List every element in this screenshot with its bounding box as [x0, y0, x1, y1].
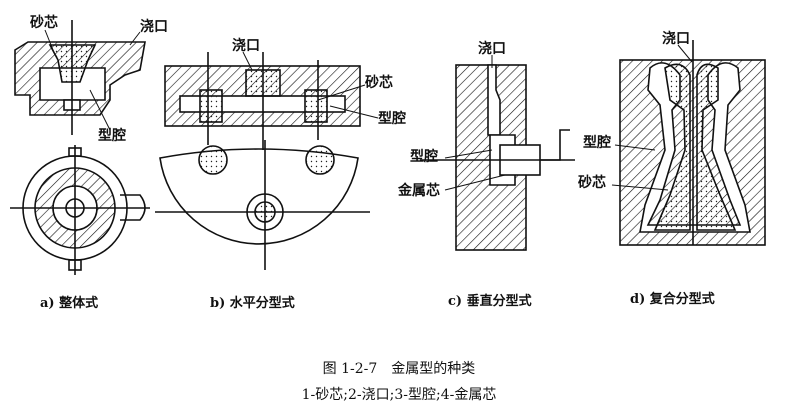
label-d-gate: 浇口 — [662, 31, 690, 47]
label-a-sand-core: 砂芯 — [30, 15, 58, 31]
label-b-sand-core: 砂芯 — [365, 75, 393, 91]
panel-c-section — [420, 64, 575, 251]
panel-b-section — [164, 52, 361, 150]
panel-a-section — [14, 20, 146, 135]
label-a-gate: 浇口 — [140, 19, 168, 35]
figure-title: 图 1-2-7 金属型的种类 — [322, 361, 476, 377]
label-c-metal-core: 金属芯 — [398, 183, 440, 199]
label-c-cavity: 型腔 — [410, 149, 438, 165]
caption-a: a) 整体式 — [40, 296, 99, 311]
caption-b: b) 水平分型式 — [210, 296, 295, 311]
caption-c: c) 垂直分型式 — [448, 294, 532, 309]
label-d-sand-core: 砂芯 — [578, 175, 606, 191]
label-b-gate: 浇口 — [232, 38, 260, 54]
label-a-cavity: 型腔 — [98, 128, 126, 144]
label-c-gate: 浇口 — [478, 41, 506, 57]
label-d-cavity: 型腔 — [583, 135, 611, 151]
caption-d: d) 复合分型式 — [630, 292, 715, 307]
panel-a-plan — [10, 145, 150, 275]
panel-b-plan — [155, 140, 370, 270]
panel-d-section — [619, 40, 766, 246]
figure-legend: 1-砂芯;2-浇口;3-型腔;4-金属芯 — [301, 387, 497, 403]
label-b-cavity: 型腔 — [378, 111, 406, 127]
